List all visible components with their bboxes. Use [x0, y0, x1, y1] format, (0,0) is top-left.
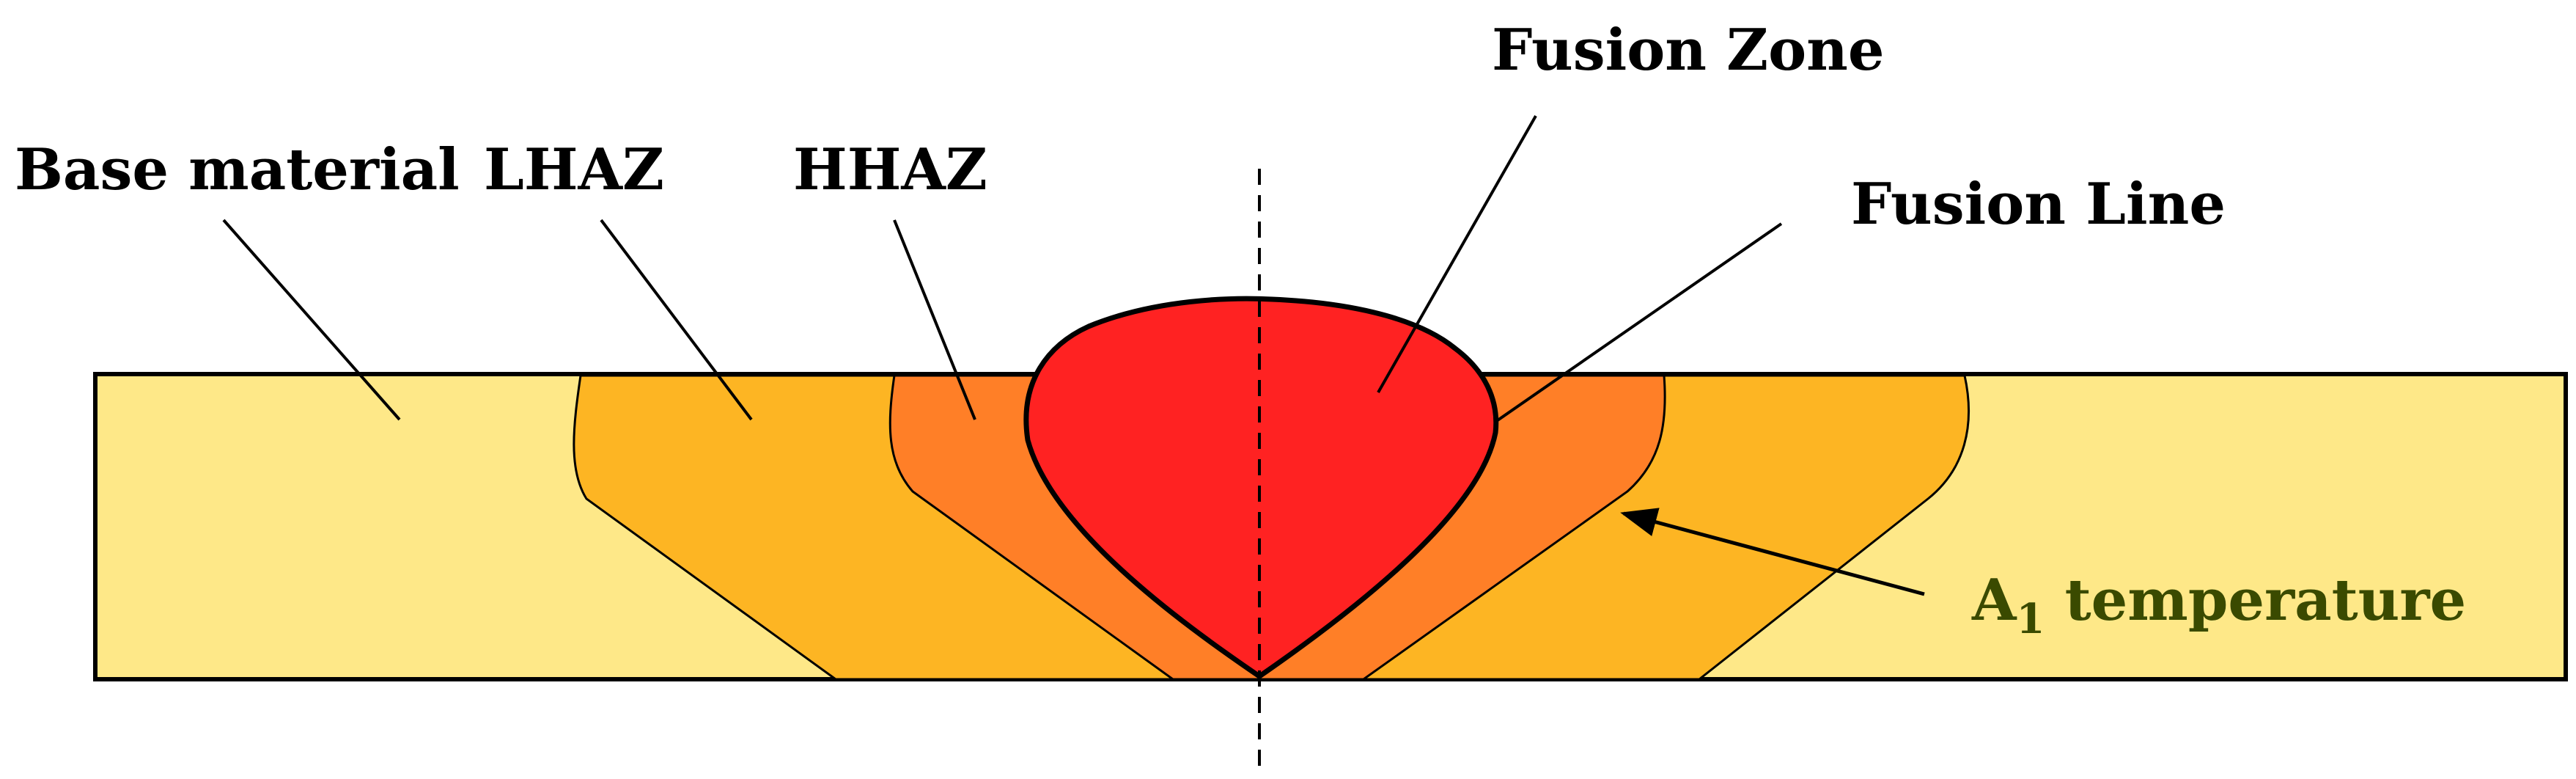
base-material-leader — [222, 219, 401, 421]
fusion-line-leader — [1494, 222, 1783, 423]
fusion-zone-region — [1023, 296, 1499, 680]
a1-subscript: 1 — [2017, 595, 2045, 643]
a1-temperature-label: A1 temperature — [1971, 567, 2466, 643]
lhaz-label: LHAZ — [484, 136, 664, 203]
lhaz-leader — [600, 219, 753, 421]
a1-symbol: A — [1971, 567, 2017, 634]
fusion-line-label: Fusion Line — [1851, 171, 2226, 238]
hhaz-leader — [893, 219, 976, 420]
hhaz-label: HHAZ — [793, 136, 987, 203]
fusion-zone-label: Fusion Zone — [1492, 17, 1884, 84]
a1-temperature-arrow — [1620, 508, 1925, 596]
a1-temperature-word: temperature — [2045, 567, 2467, 634]
fusion-zone-leader — [1377, 115, 1537, 393]
base-material-label: Base material — [15, 136, 460, 203]
